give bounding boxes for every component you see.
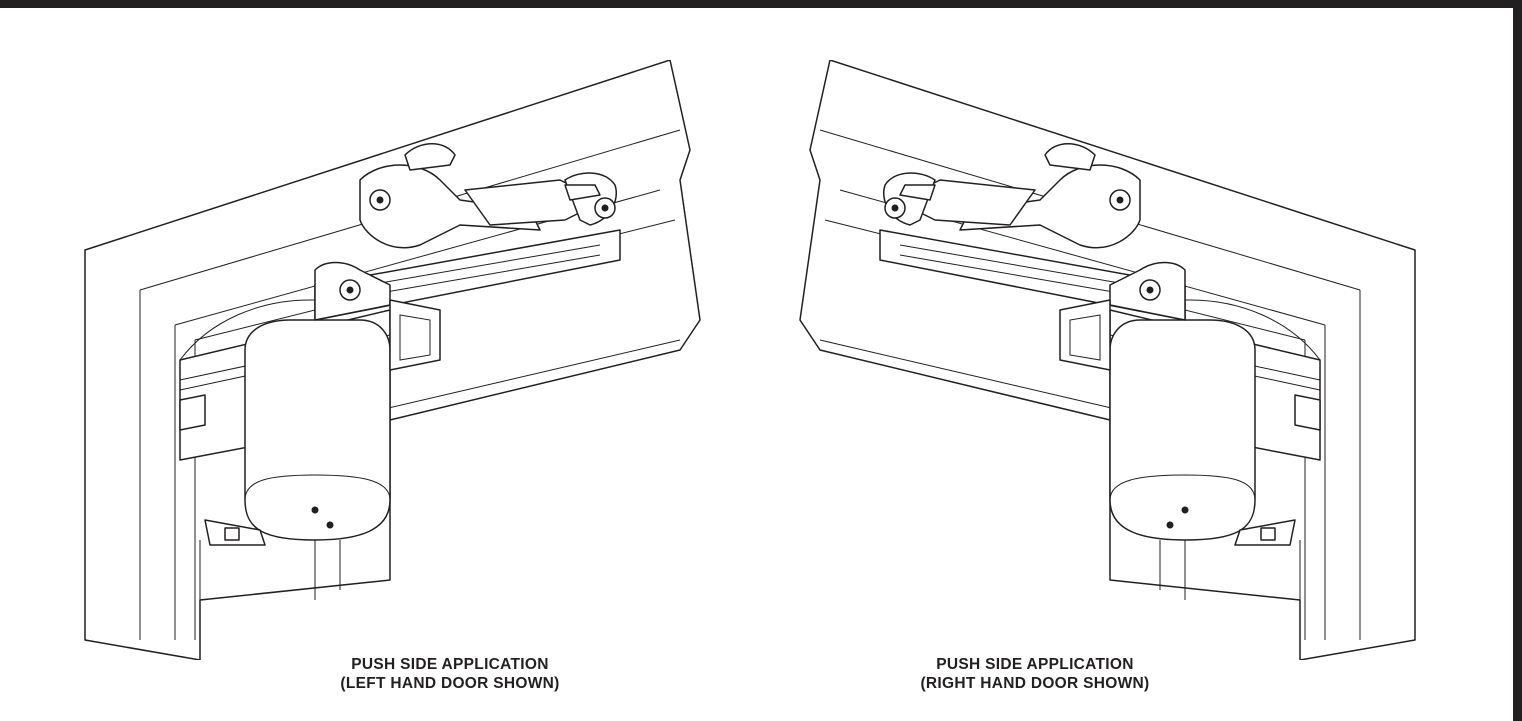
- left-caption-line1: PUSH SIDE APPLICATION: [351, 656, 549, 673]
- left-caption: PUSH SIDE APPLICATION (LEFT HAND DOOR SH…: [250, 655, 650, 693]
- operator-body: [1109, 319, 1256, 541]
- right-caption-line1: PUSH SIDE APPLICATION: [936, 656, 1134, 673]
- right-hand-door-illustration: [760, 60, 1440, 660]
- door-operator-drawing-left: [84, 60, 701, 660]
- bracket: [389, 299, 441, 371]
- frame-border-right: [1513, 0, 1522, 721]
- right-caption: PUSH SIDE APPLICATION (RIGHT HAND DOOR S…: [835, 655, 1235, 693]
- bracket: [1059, 299, 1111, 371]
- right-caption-line2: (RIGHT HAND DOOR SHOWN): [920, 675, 1150, 692]
- left-caption-line2: (LEFT HAND DOOR SHOWN): [340, 675, 560, 692]
- left-hand-door-illustration: [60, 60, 740, 660]
- operator-body: [244, 319, 391, 541]
- door-operator-drawing-right: [799, 60, 1416, 660]
- frame-border-top: [0, 0, 1522, 8]
